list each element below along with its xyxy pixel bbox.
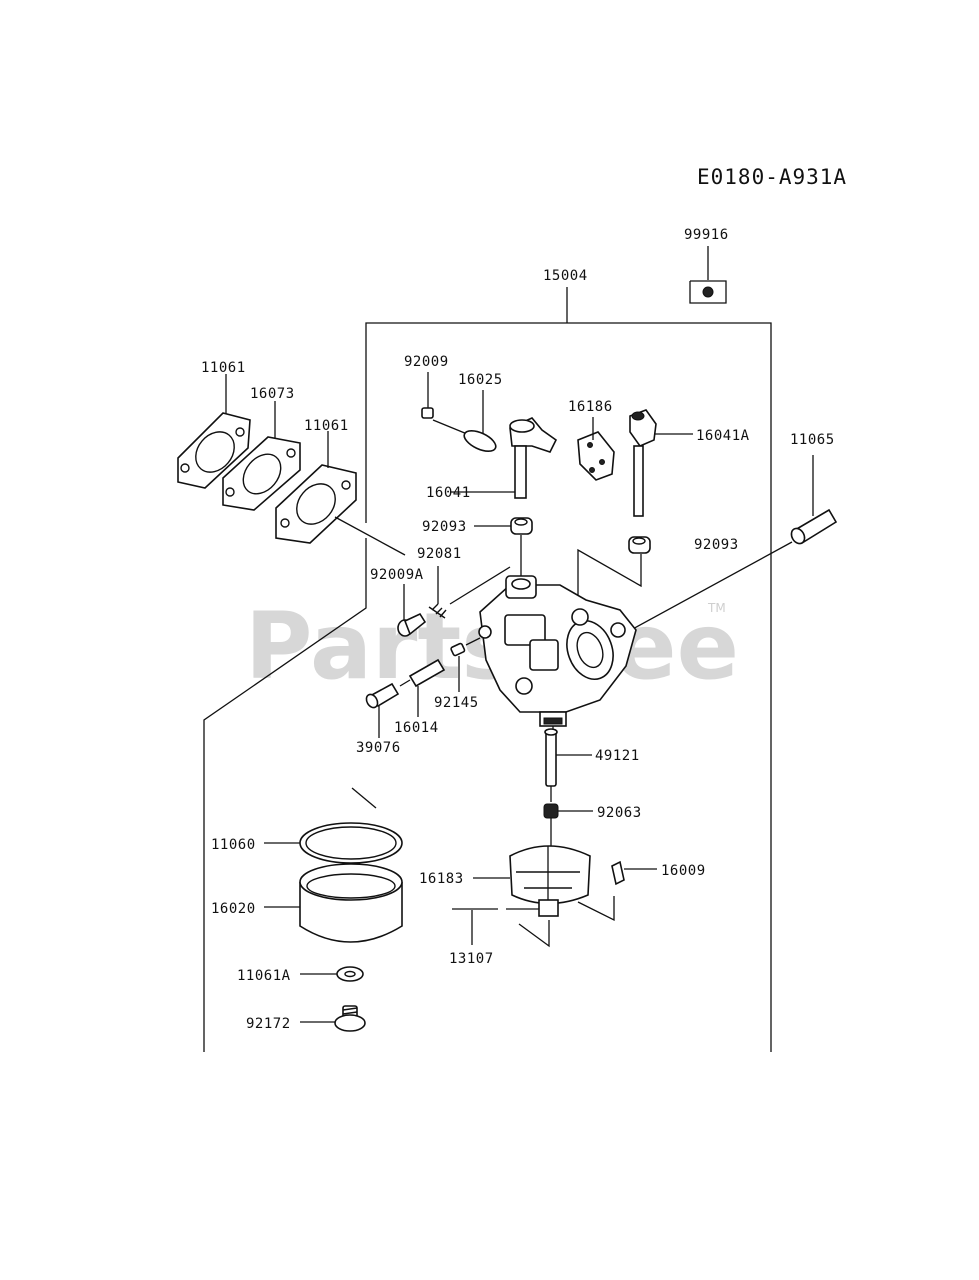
jet-39076[interactable]: 39076: [356, 682, 401, 756]
watermark-tm: TM: [707, 601, 726, 615]
diagram-code: E0180-A931A: [697, 165, 847, 189]
label-16025: 16025: [458, 372, 503, 388]
label-99916: 99916: [684, 227, 729, 243]
label-92093-right: 92093: [694, 537, 739, 553]
screw-92009[interactable]: 92009: [404, 354, 473, 437]
label-16041A: 16041A: [696, 428, 750, 444]
gasket-11061-right[interactable]: 11061: [275, 418, 357, 544]
plate-16025[interactable]: 16025: [458, 372, 503, 455]
label-11061-right: 11061: [304, 418, 349, 434]
nut-92063[interactable]: 92063: [543, 803, 642, 848]
oring-11060[interactable]: 11060: [211, 787, 403, 864]
part-99916[interactable]: 99916: [684, 227, 729, 304]
pin-49121[interactable]: 49121: [544, 728, 640, 802]
label-16183: 16183: [419, 871, 464, 887]
carburetor-body[interactable]: [478, 575, 637, 730]
label-92009: 92009: [404, 354, 449, 370]
tube-11065[interactable]: 11065: [619, 432, 838, 637]
label-92009A: 92009A: [370, 567, 424, 583]
shaft-16041A[interactable]: 16041A: [629, 409, 750, 517]
leader-gasket: [334, 516, 406, 556]
label-16020: 16020: [211, 901, 256, 917]
jet-16014[interactable]: 16014: [394, 658, 446, 736]
spring-92145[interactable]: 92145: [434, 637, 481, 711]
spring-92081[interactable]: 92081: [417, 546, 511, 619]
label-39076: 39076: [356, 740, 401, 756]
bolt-92172[interactable]: 92172: [246, 1005, 366, 1032]
label-92081: 92081: [417, 546, 462, 562]
label-92172: 92172: [246, 1016, 291, 1032]
label-16009: 16009: [661, 863, 706, 879]
label-11061A: 11061A: [237, 968, 291, 984]
washer-92093-left[interactable]: 92093: [422, 517, 533, 580]
needle-16009[interactable]: 16009: [611, 860, 706, 886]
label-16186: 16186: [568, 399, 613, 415]
label-92145: 92145: [434, 695, 479, 711]
label-11060: 11060: [211, 837, 256, 853]
label-11065: 11065: [790, 432, 835, 448]
shaft-16041[interactable]: 16041: [426, 417, 558, 501]
plate-16186[interactable]: 16186: [568, 399, 615, 481]
washer-11061A[interactable]: 11061A: [237, 966, 364, 984]
label-16041: 16041: [426, 485, 471, 501]
label-49121: 49121: [595, 748, 640, 764]
gasket-11061-left[interactable]: 11061: [177, 360, 251, 489]
insulator-16073[interactable]: 16073: [222, 386, 301, 511]
float-16183[interactable]: 16183: [419, 845, 615, 922]
assembly-frame: [203, 287, 772, 1052]
washer-92093-right[interactable]: 92093: [577, 536, 739, 612]
label-11061-left: 11061: [201, 360, 246, 376]
label-92093-left: 92093: [422, 519, 467, 535]
pin-13107[interactable]: 13107: [449, 908, 550, 967]
label-16014: 16014: [394, 720, 439, 736]
label-15004: 15004: [543, 268, 588, 284]
screw-92009A[interactable]: 92009A: [370, 567, 427, 637]
label-16073: 16073: [250, 386, 295, 402]
label-13107: 13107: [449, 951, 494, 967]
bowl-16020[interactable]: 16020: [211, 863, 403, 943]
label-92063: 92063: [597, 805, 642, 821]
